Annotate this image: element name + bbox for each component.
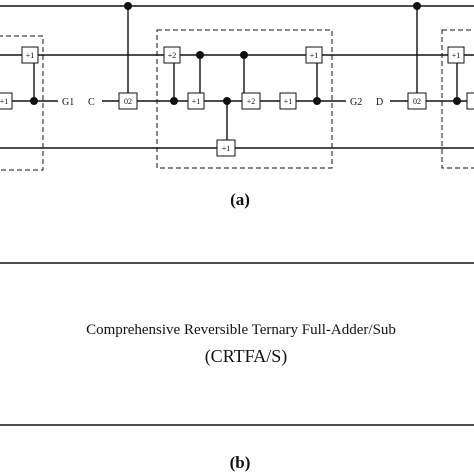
svg-text:+1: +1 bbox=[284, 97, 293, 106]
control-dot bbox=[196, 51, 204, 59]
circuit-a: +1 +1 02 +2 +1 +1 +2 +1 bbox=[0, 2, 474, 209]
svg-text:+1: +1 bbox=[310, 51, 319, 60]
control-dot bbox=[313, 97, 321, 105]
module-box-right bbox=[441, 29, 474, 169]
block-title: Comprehensive Reversible Ternary Full-Ad… bbox=[86, 322, 396, 338]
input-label-d: D bbox=[376, 97, 383, 108]
gate-plus1: +1 bbox=[187, 92, 205, 110]
gate-plus2: +2 bbox=[241, 92, 261, 110]
svg-text:+1: +1 bbox=[192, 97, 201, 106]
svg-text:+2: +2 bbox=[168, 51, 177, 60]
svg-text:02: 02 bbox=[413, 97, 421, 106]
control-dot bbox=[124, 2, 132, 10]
output-label-g2: G2 bbox=[350, 97, 362, 108]
gate-plus1: +1 bbox=[0, 92, 13, 110]
control-dot bbox=[240, 51, 248, 59]
block-subtitle: (CRTFA/S) bbox=[205, 346, 288, 367]
gate-o2: 02 bbox=[407, 92, 427, 110]
svg-text:02: 02 bbox=[124, 97, 132, 106]
control-dot bbox=[30, 97, 38, 105]
module-box-center bbox=[156, 29, 333, 169]
block-b: Comprehensive Reversible Ternary Full-Ad… bbox=[0, 262, 474, 472]
svg-text:+1: +1 bbox=[26, 51, 35, 60]
gate-plus1: +1 bbox=[447, 46, 465, 64]
gate-plus1: +1 bbox=[21, 46, 39, 64]
input-label-c: C bbox=[88, 97, 95, 108]
caption-a: (a) bbox=[230, 190, 250, 209]
svg-text:+1: +1 bbox=[0, 97, 8, 106]
control-dot bbox=[223, 97, 231, 105]
svg-text:+1: +1 bbox=[452, 51, 461, 60]
control-dot bbox=[170, 97, 178, 105]
gate-o2: 02 bbox=[118, 92, 138, 110]
control-dot bbox=[453, 97, 461, 105]
gate-plus1: +1 bbox=[216, 139, 236, 157]
gate-plus1 bbox=[466, 92, 474, 110]
gate-plus2: +2 bbox=[163, 46, 181, 64]
gate-plus1: +1 bbox=[279, 92, 297, 110]
output-label-g1: G1 bbox=[62, 97, 74, 108]
gate-plus1: +1 bbox=[305, 46, 323, 64]
svg-text:+2: +2 bbox=[247, 97, 256, 106]
module-box-left bbox=[0, 35, 44, 171]
svg-text:+1: +1 bbox=[222, 144, 231, 153]
control-dot bbox=[413, 2, 421, 10]
caption-b: (b) bbox=[230, 453, 251, 472]
